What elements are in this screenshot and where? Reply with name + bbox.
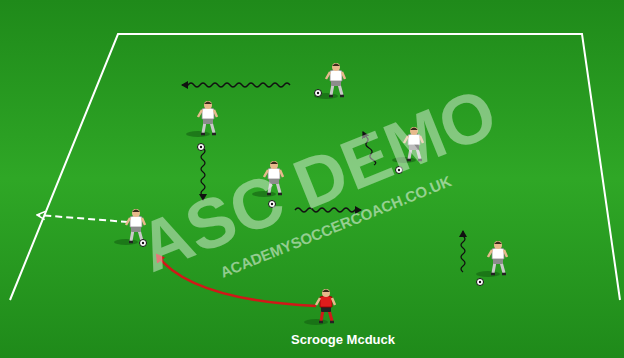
player: [314, 63, 345, 99]
player: [476, 241, 507, 277]
ball: [477, 279, 484, 286]
dribble-arrow: [182, 83, 290, 87]
ball: [315, 90, 322, 97]
dribble-arrow: [461, 231, 465, 272]
pitch-lines: [10, 34, 620, 300]
pass-arrow: [38, 215, 128, 222]
player: [186, 101, 217, 137]
player-name: Scrooge Mcduck: [291, 332, 395, 347]
chaser-player: [304, 289, 335, 325]
ball: [198, 144, 205, 151]
